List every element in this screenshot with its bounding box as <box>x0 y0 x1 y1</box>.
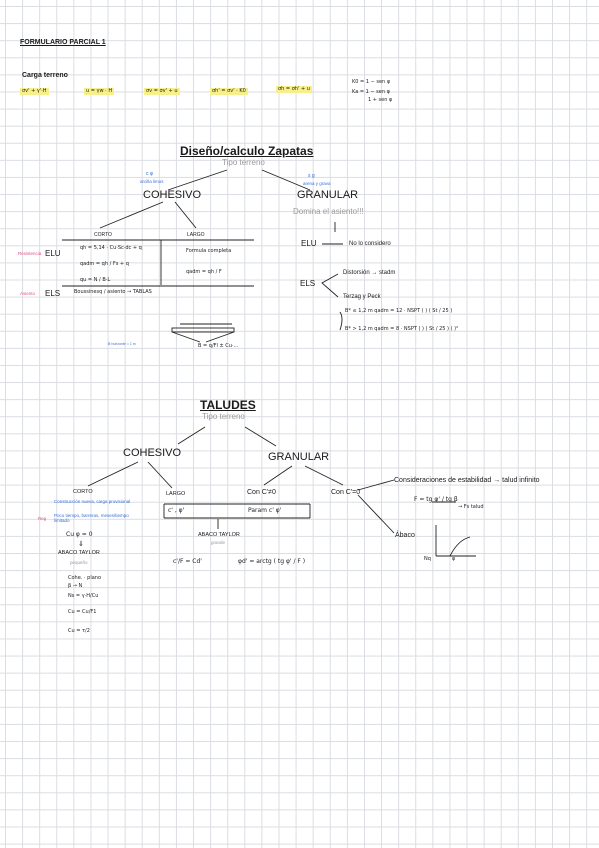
gran-els: ELS <box>300 279 316 288</box>
cu-phi-zero: Cu φ = 0 <box>66 531 93 538</box>
granular-note: s g <box>308 173 315 179</box>
con-c-eq-zero: Con C'=0 <box>331 489 361 496</box>
bracket-b <box>339 311 343 331</box>
col-largo: LARGO <box>187 232 205 238</box>
taludes-corto: CORTO <box>73 489 93 495</box>
footing-wedge-2 <box>205 331 235 343</box>
graph-curve <box>449 536 471 557</box>
taludes-granular: GRANULAR <box>268 451 330 463</box>
col-line-5: Cu = τ/2 <box>68 628 90 634</box>
abaco-taylor-small: ABACO TAYLOR <box>58 550 100 556</box>
no-considero: No lo considero <box>349 241 391 247</box>
col-line-1: Cohe. · plano <box>68 575 102 581</box>
terzag-peck: Terzag y Peck <box>343 294 381 300</box>
taludes-line-corto <box>87 461 139 487</box>
taludes-line-con-c-eq <box>304 465 344 486</box>
largo-c-phi: c' , φ' <box>168 507 185 514</box>
formula-ka: Ka = 1 − sen φ <box>352 89 390 95</box>
gran-elu: ELU <box>301 239 317 248</box>
formula-qadm-small-b: B* ≤ 1,2 m qadm = 12 · NSPT ( ) ( St / 2… <box>345 308 453 314</box>
domina-asiento: Domina el asiento!!! <box>293 207 364 216</box>
taludes-line-largo <box>147 461 173 489</box>
taludes-subtitle: Tipo terreno <box>202 412 245 421</box>
graph-y-label: φ <box>452 556 456 562</box>
formula-sigma-h-eff: σh' = σv' · K0 <box>210 88 248 95</box>
pink-tag: Reg <box>38 516 47 521</box>
footing-rect <box>171 327 235 333</box>
small-blue-note: B·horizonte = 1 m <box>108 342 136 346</box>
cell-corto-qu: qu = N / B·L <box>80 277 111 283</box>
tree-line-granular <box>261 169 311 191</box>
distorsion: Distorsión → stadm <box>343 270 396 276</box>
cell-els-row: Boussinesq / asiento → TABLAS <box>74 289 152 295</box>
formula-sigma-v-eff: σv' + γ'·H <box>20 88 49 95</box>
abaco-taylor-small-sub: pequeño <box>70 560 88 565</box>
col-line-2: β → N <box>68 583 83 589</box>
formula-fs-talud: F = tg φ' / tg β <box>414 496 458 503</box>
formula-qadm-large-b: B* > 1,2 m qadm = 8 · NSPT ( ) ( St / 25… <box>345 326 459 332</box>
row-els: ELS <box>45 289 61 298</box>
abaco-taylor-large-sub: grande <box>211 540 226 545</box>
blue-note-2: Poco tiempo, barreras, meses/tiempo limi… <box>54 513 129 523</box>
abaco-taylor-large: ABACO TAYLOR <box>198 532 240 538</box>
consideraciones: Consideraciones de estabilidad → talud i… <box>394 477 540 484</box>
elu-pink-note: Resistencia <box>18 251 42 256</box>
taludes-line-granular <box>244 426 277 447</box>
taludes-line-cohesivo <box>177 426 206 445</box>
tree-line-cohesivo <box>167 169 228 191</box>
formula-k0: K0 = 1 − sen φ <box>352 79 391 85</box>
cell-corto-qadm: qadm = qh / Fs + q <box>80 261 129 267</box>
tree-line-corto <box>99 201 164 229</box>
footing-wedge-1 <box>171 331 201 343</box>
zapatas-title: Diseño/calculo Zapatas <box>180 144 314 158</box>
zapatas-subtitle: Tipo terreno <box>222 158 265 167</box>
con-c-ne-zero: Con C'≠0 <box>247 489 276 496</box>
taludes-line-abaco <box>357 494 395 534</box>
cohesivo-note: c φ <box>146 171 154 177</box>
col-corto: CORTO <box>94 232 112 238</box>
formula-fs-note: → Fs talud <box>458 504 484 510</box>
abaco-label: Ábaco <box>395 532 415 539</box>
footing-sketch-label: B = q/Fl ± Cu·... <box>198 343 239 349</box>
blue-note-1: Construcción nueva, carga provisional <box>54 499 131 504</box>
page-title: FORMULARIO PARCIAL 1 <box>20 39 106 46</box>
row-elu: ELU <box>45 249 61 258</box>
zapatas-cohesivo: COHESIVO <box>143 189 202 201</box>
cohesivo-note-2: arcilla limos <box>140 179 164 184</box>
cell-largo-formula: Formula completa <box>186 248 232 254</box>
cell-corto-qh: qh = 5,14 · Cu·Sc·dc + q <box>80 245 142 251</box>
taludes-cohesivo: COHESIVO <box>123 447 182 459</box>
formula-c-over-f: c'/F = Cd' <box>173 558 202 565</box>
taludes-line-con-c-ne <box>263 465 293 486</box>
formula-sigma-v: σv = σv' + u <box>144 88 180 95</box>
formula-ka-denominator: 1 + sen φ <box>368 97 393 103</box>
els-pink-note: Asiento <box>20 291 36 296</box>
zapatas-granular: GRANULAR <box>297 189 359 201</box>
formula-phi-d: φd' = arctg ( tg φ' / F ) <box>238 558 306 565</box>
cell-largo-qadm: qadm = qh / F <box>186 269 222 275</box>
taludes-title: TALUDES <box>200 398 256 412</box>
tree-line-largo <box>174 201 197 229</box>
carga-title: Carga terreno <box>22 72 68 79</box>
col-line-3: Ns = γ·H/Cu <box>68 593 99 599</box>
taludes-line-consid <box>357 479 395 491</box>
param-c-phi: Param c' φ' <box>248 507 282 514</box>
formula-sigma-h: σh = σh' + u <box>276 86 312 93</box>
brace-els <box>321 273 339 298</box>
arrow-down: ⇓ <box>78 541 84 548</box>
granular-note-2: arena y grava <box>303 181 331 186</box>
taludes-largo: LARGO <box>166 491 186 497</box>
graph-x-label: Nq <box>424 556 431 562</box>
formula-pore-pressure: u = γw · H <box>84 88 115 95</box>
col-line-4: Cu = Cu/F1 <box>68 609 97 615</box>
